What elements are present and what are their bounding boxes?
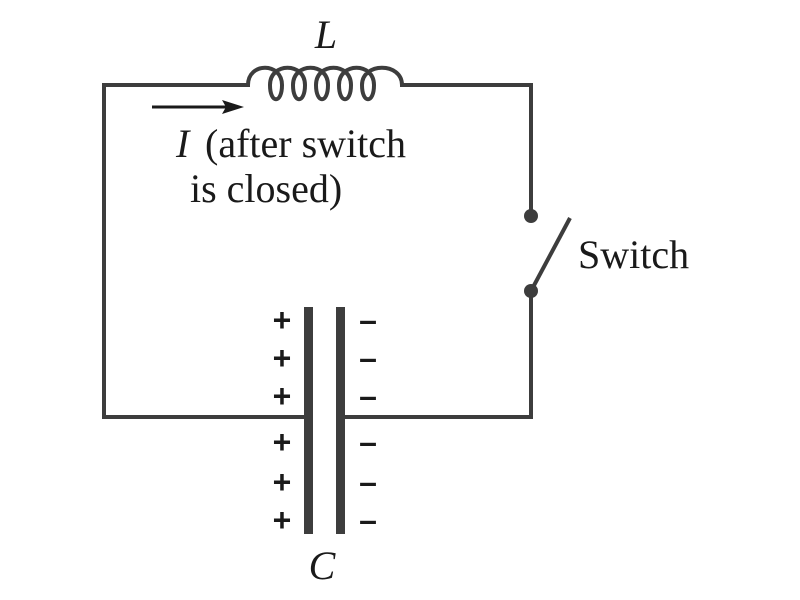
current-arrow-head	[222, 100, 244, 114]
inductor-coil	[246, 65, 404, 102]
positive-charge-sign: +	[273, 424, 292, 460]
negative-charge-sign: –	[359, 378, 377, 414]
negative-charge-sign: –	[359, 302, 377, 338]
negative-charge-sign: –	[359, 502, 377, 538]
capacitor-label: C	[309, 543, 337, 588]
switch-top-terminal	[524, 209, 538, 223]
switch-bottom-terminal	[524, 284, 538, 298]
positive-charge-sign: +	[273, 502, 292, 538]
wire-top-right	[400, 83, 533, 218]
switch-blade[interactable]	[529, 217, 572, 292]
positive-charge-sign: +	[273, 464, 292, 500]
current-symbol-label: I	[175, 121, 191, 166]
positive-charge-sign: +	[273, 378, 292, 414]
negative-charge-sign: –	[359, 340, 377, 376]
negative-charge-sign: –	[359, 464, 377, 500]
switch-label: Switch	[578, 232, 689, 277]
positive-charges: ++++++	[273, 302, 292, 538]
current-note-line2: is closed)	[190, 166, 342, 211]
negative-charge-sign: –	[359, 424, 377, 460]
current-note-line1: (after switch	[205, 121, 406, 166]
positive-charge-sign: +	[273, 340, 292, 376]
capacitor-plate-negative	[336, 307, 345, 534]
wire-top-left	[102, 83, 309, 419]
capacitor-plate-positive	[304, 307, 313, 534]
positive-charge-sign: +	[273, 302, 292, 338]
inductor-label: L	[314, 12, 337, 57]
wire-bottom-right	[339, 289, 533, 419]
negative-charges: ––––––	[359, 302, 377, 538]
